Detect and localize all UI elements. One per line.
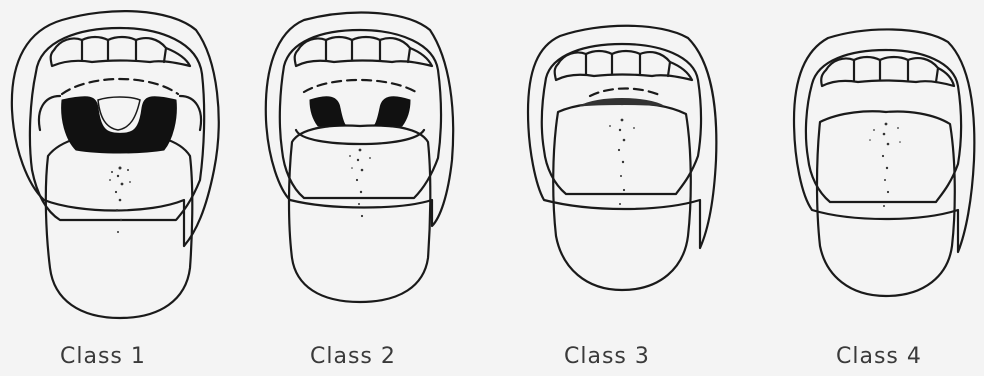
tongue-texture-1 [109,167,131,234]
caption-class-1: Class 1 [60,344,146,369]
mouth-class-1 [12,11,219,318]
uvula-1 [98,97,140,130]
mouth-class-3 [528,26,716,290]
tongue-texture-3 [609,119,635,205]
caption-class-2: Class 2 [310,344,396,369]
caption-class-4: Class 4 [836,344,922,369]
mouth-class-4 [794,29,974,296]
fauces-shadow-2-right [374,97,410,126]
caption-class-3: Class 3 [564,344,650,369]
mouth-class-2 [266,13,453,302]
soft-palate-shadow-3 [580,99,664,107]
fauces-shadow-2-left [310,97,346,126]
tongue-texture-4 [869,123,901,207]
